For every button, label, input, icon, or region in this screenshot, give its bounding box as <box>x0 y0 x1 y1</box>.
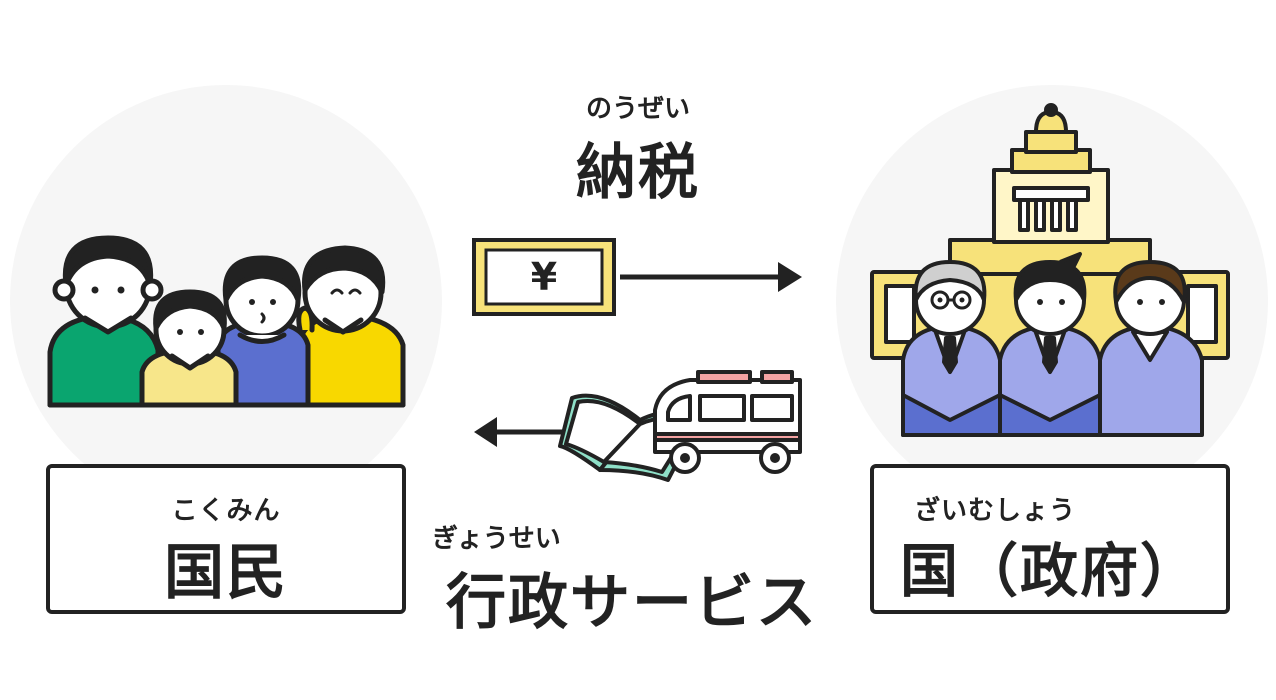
citizens-label-box: こくみん 国民 <box>46 464 406 614</box>
yen-symbol: ¥ <box>530 255 558 299</box>
citizens-label: 国民 <box>164 538 288 608</box>
tax-label: 納税 <box>576 138 700 208</box>
services-ruby: ぎょうせい <box>432 524 561 554</box>
tax-ruby: のうぜい <box>585 94 690 124</box>
services-label: 行政サービス <box>446 568 818 638</box>
government-label: 国（政府） <box>899 537 1200 605</box>
citizens-ruby: こくみん <box>171 496 281 526</box>
government-ruby: ざいむしょう <box>914 496 1077 526</box>
government-label-box: ざいむしょう 国（政府） <box>870 464 1230 614</box>
